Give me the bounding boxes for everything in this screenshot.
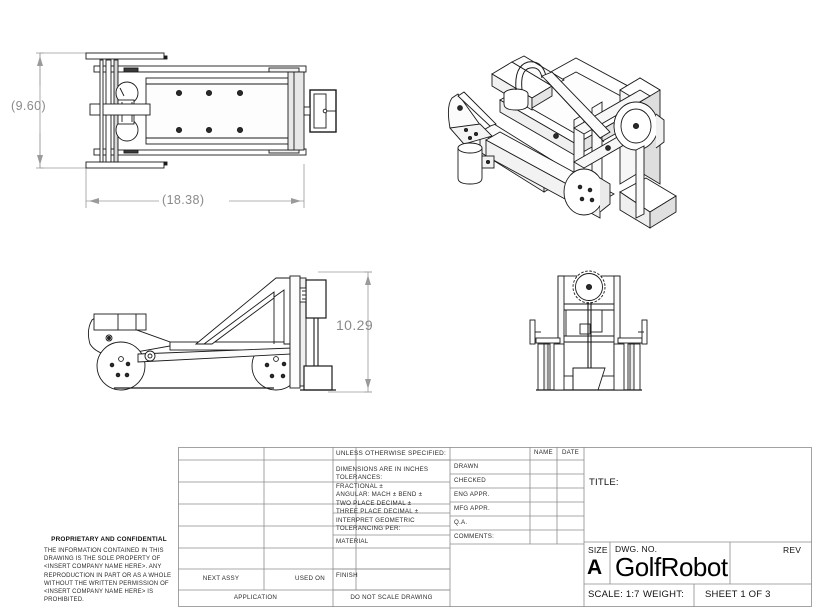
material-label: MATERIAL [336, 538, 369, 545]
sheet-label: SHEET 1 OF 3 [705, 589, 771, 600]
weight-label: WEIGHT: [643, 589, 684, 600]
tolerances-text: DIMENSIONS ARE IN INCHES TOLERANCES: FRA… [336, 466, 429, 516]
approval-row-mfg-appr-label: MFG APPR. [454, 504, 490, 512]
comments-value[interactable] [451, 545, 584, 605]
approval-row-qa-date[interactable] [557, 516, 584, 530]
top-view-drawing: (9.60) (18.38) [11, 38, 364, 223]
used-on-label: USED ON [295, 575, 325, 583]
isometric-view-drawing [424, 32, 704, 237]
front-view-drawing [508, 258, 673, 403]
approval-row-mfg-appr-name[interactable] [530, 502, 557, 516]
approval-row-qa-label: Q.A. [454, 518, 468, 526]
scale-label: SCALE: 1:7 [588, 589, 640, 600]
approval-row-eng-appr-date[interactable] [557, 488, 584, 502]
proprietary-note: PROPRIETARY AND CONFIDENTIAL THE INFORMA… [44, 536, 174, 604]
title-value[interactable] [633, 477, 803, 497]
unless-otherwise-specified-label: UNLESS OTHERWISE SPECIFIED: [336, 450, 446, 457]
approvals-date-header: DATE [561, 449, 580, 457]
dwg-no-label: DWG. NO. [615, 544, 658, 554]
side-view-height-dimension: 10.29 [336, 317, 374, 333]
approvals-name-header: NAME [534, 449, 553, 457]
size-label: SIZE [588, 545, 608, 555]
top-view-height-dimension: (9.60) [11, 99, 47, 113]
finish-label: FINISH [336, 572, 358, 579]
interpret-geometric-text: INTERPRET GEOMETRIC TOLERANCING PER: [336, 517, 415, 533]
approval-row-checked-name[interactable] [530, 474, 557, 488]
approval-row-eng-appr-label: ENG APPR. [454, 490, 490, 498]
rev-label: REV [783, 545, 802, 555]
title-label: TITLE: [589, 477, 619, 488]
proprietary-body: THE INFORMATION CONTAINED IN THIS DRAWIN… [44, 548, 172, 604]
proprietary-heading: PROPRIETARY AND CONFIDENTIAL [51, 536, 167, 543]
dwg-no-value: GolfRobot [615, 552, 728, 582]
top-view-length-dimension: (18.38) [162, 193, 205, 207]
rev-value[interactable] [734, 559, 808, 581]
approval-row-checked-label: CHECKED [454, 476, 487, 484]
approval-row-mfg-appr-date[interactable] [557, 502, 584, 516]
approval-row-drawn-label: DRAWN [454, 462, 479, 470]
comments-label: COMMENTS: [454, 532, 495, 540]
application-label: APPLICATION [233, 594, 278, 602]
do-not-scale-drawing-label: DO NOT SCALE DRAWING [350, 594, 433, 602]
approval-row-drawn-name[interactable] [530, 460, 557, 474]
next-assy-label: NEXT ASSY [202, 575, 240, 583]
title-block: NEXT ASSY USED ON APPLICATION UNLESS OTH… [178, 447, 812, 607]
side-view-drawing: 10.29 [78, 258, 398, 408]
approval-row-drawn-date[interactable] [557, 460, 584, 474]
size-value: A [587, 556, 603, 579]
approval-row-qa-name[interactable] [530, 516, 557, 530]
approval-row-eng-appr-name[interactable] [530, 488, 557, 502]
approval-row-checked-date[interactable] [557, 474, 584, 488]
